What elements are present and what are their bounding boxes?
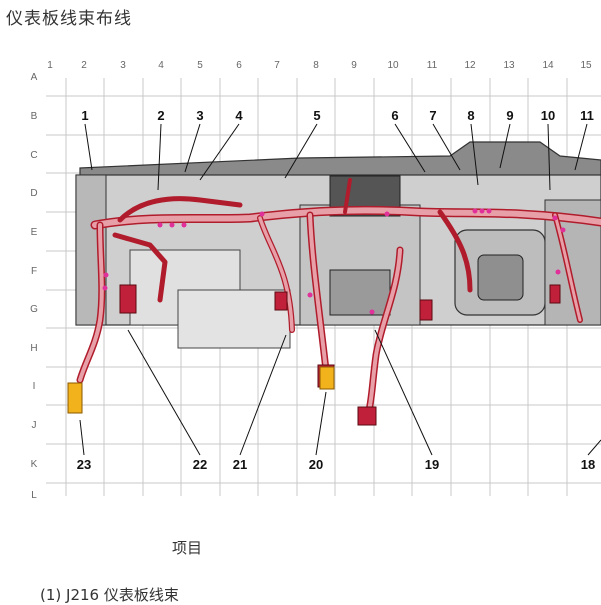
callout-number: 5 (313, 108, 320, 123)
connector-yellow-center (319, 366, 335, 390)
connector-dot (259, 211, 265, 217)
grid-row-label: K (31, 459, 38, 470)
callout-number: 3 (196, 108, 203, 123)
grid-row-label: I (33, 381, 36, 392)
callout-number: 19 (425, 457, 439, 472)
connector-dot (102, 285, 108, 291)
connector-dot (157, 222, 163, 228)
grid-row-label: A (31, 72, 38, 83)
connector-dot (555, 269, 561, 275)
connector-yellow-left (67, 382, 83, 414)
center-upper-branch (343, 178, 352, 214)
grid-col-label: 3 (120, 60, 126, 71)
grid-col-label: 10 (387, 60, 399, 71)
wiring-harness (76, 178, 601, 419)
upper-left-loop (117, 196, 243, 223)
grid-col-label: 1 (47, 60, 53, 71)
wiring-diagram: 1 2 3 4 5 6 7 8 9 10 11 12 13 14 15 A B … (30, 60, 601, 501)
callout-number: 2 (157, 108, 164, 123)
connector-dot (486, 208, 492, 214)
grid-col-label: 2 (81, 60, 87, 71)
connectors (67, 208, 566, 426)
grid-col-label: 11 (427, 60, 438, 71)
grid-row-label: F (31, 266, 37, 277)
right-branch-fill (553, 213, 582, 322)
callout-number: 7 (429, 108, 436, 123)
callout-number: 6 (391, 108, 398, 123)
grid-col-label: 14 (542, 60, 554, 71)
connector-dot (472, 208, 478, 214)
callout-number: 22 (193, 457, 207, 472)
connector-right (549, 284, 561, 304)
main-harness-trunk-fill (92, 207, 601, 228)
glovebox-branch-fill (258, 216, 294, 332)
callout-number: 10 (541, 108, 555, 123)
connector-dot (307, 292, 313, 298)
grid-row-label: L (31, 490, 37, 501)
grid-row-labels: A B C D E F G H I J K L (30, 72, 38, 501)
console-branch-fill (366, 248, 402, 417)
connector-console (357, 406, 377, 426)
connector-center-dash (419, 299, 433, 321)
callout-number: 1 (81, 108, 88, 123)
callout-number: 23 (77, 457, 91, 472)
grid-row-label: H (30, 343, 37, 354)
grid-column-labels: 1 2 3 4 5 6 7 8 9 10 11 12 13 14 15 (47, 60, 592, 71)
grid-col-label: 13 (503, 60, 515, 71)
connector-dot (369, 309, 375, 315)
section-label: 项目 (172, 539, 203, 557)
callout-number: 18 (581, 457, 595, 472)
callouts-bottom: 23 22 21 20 19 18 (77, 457, 595, 472)
steering-column-bracket (477, 254, 524, 301)
grid-col-label: 6 (236, 60, 242, 71)
leader-lines (79, 123, 601, 456)
grid-col-label: 8 (313, 60, 319, 71)
connector-glovebox (274, 291, 288, 311)
lower-left-branch (112, 232, 168, 303)
steering-branch (437, 209, 473, 293)
grid-row-label: C (30, 150, 37, 161)
grid-col-label: 7 (274, 60, 280, 71)
callout-number: 20 (309, 457, 323, 472)
callouts-top: 1 2 3 4 5 6 7 8 9 10 11 (81, 108, 593, 123)
glovebox-area (177, 289, 291, 349)
page-title: 仪表板线束布线 (6, 9, 132, 29)
grid-row-label: J (32, 420, 37, 431)
center-drop-branch-fill (308, 213, 328, 372)
dashboard-structure (75, 141, 601, 349)
connector-dot (181, 222, 187, 228)
legend-item: (1) J216 仪表板线束 (40, 586, 179, 604)
callout-number: 8 (467, 108, 474, 123)
connector-dot (552, 215, 558, 221)
grid-row-label: B (31, 111, 38, 122)
grid-col-label: 15 (580, 60, 592, 71)
connector-dot (560, 227, 566, 233)
connector-dot (169, 222, 175, 228)
connector-left-large (119, 284, 137, 314)
center-module (329, 269, 391, 316)
grid-col-label: 4 (158, 60, 164, 71)
grid-row-label: G (30, 304, 38, 315)
callout-number: 11 (580, 108, 594, 123)
grid-col-label: 9 (351, 60, 357, 71)
left-drop-branch-fill (78, 223, 104, 382)
grid-row-label: E (31, 227, 38, 238)
connector-dot (384, 211, 390, 217)
connector-dot (479, 208, 485, 214)
grid-col-label: 5 (197, 60, 203, 71)
grid-col-label: 12 (464, 60, 476, 71)
callout-number: 4 (235, 108, 243, 123)
callout-number: 21 (233, 457, 247, 472)
grid-row-label: D (30, 188, 37, 199)
callout-number: 9 (506, 108, 513, 123)
connector-dot (103, 272, 109, 278)
